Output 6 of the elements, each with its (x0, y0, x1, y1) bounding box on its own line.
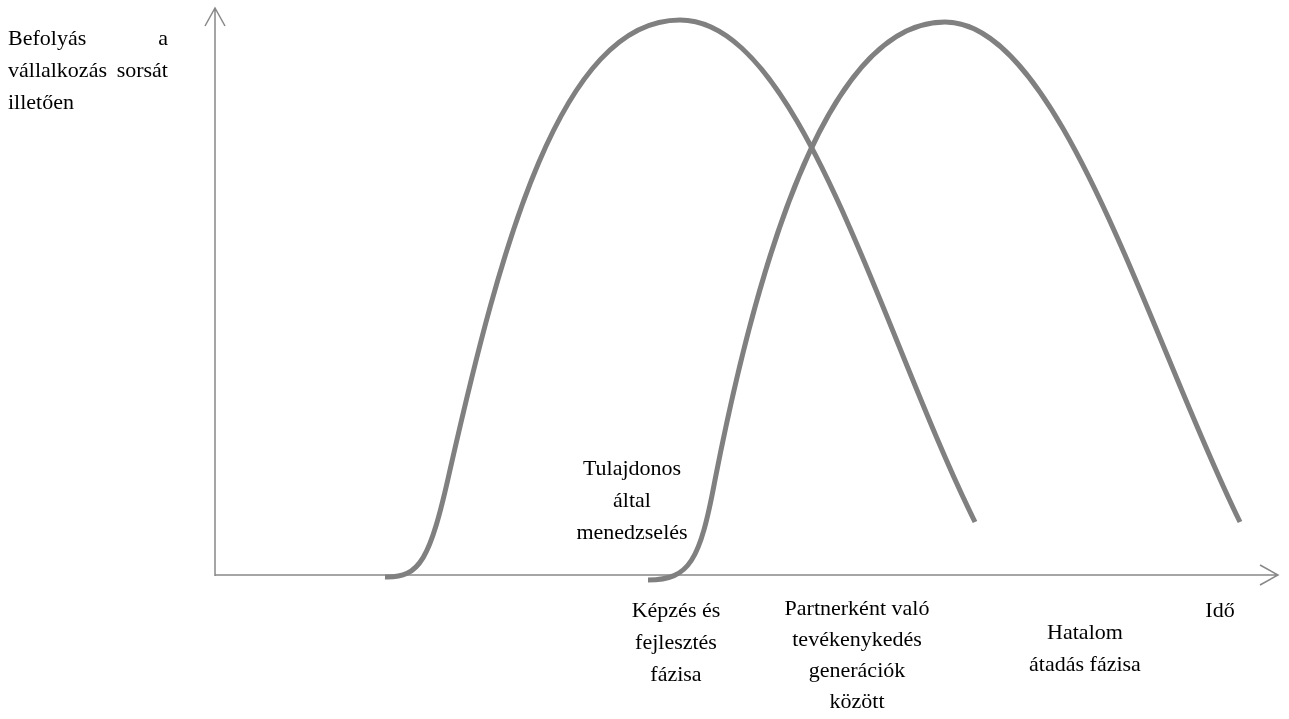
phase-label: Tulajdonos által menedzselés (575, 454, 689, 546)
phase-label: Partnerként való tevékenykedés generációk között (783, 594, 931, 715)
axis-label: Befolyás a vállalkozás sorsát illetően (8, 24, 168, 116)
axis-label: Idő (1204, 596, 1236, 624)
phase-label: Képzés és fejlesztés fázisa (630, 596, 722, 688)
phase-label: Hatalom átadás fázisa (1028, 618, 1142, 678)
